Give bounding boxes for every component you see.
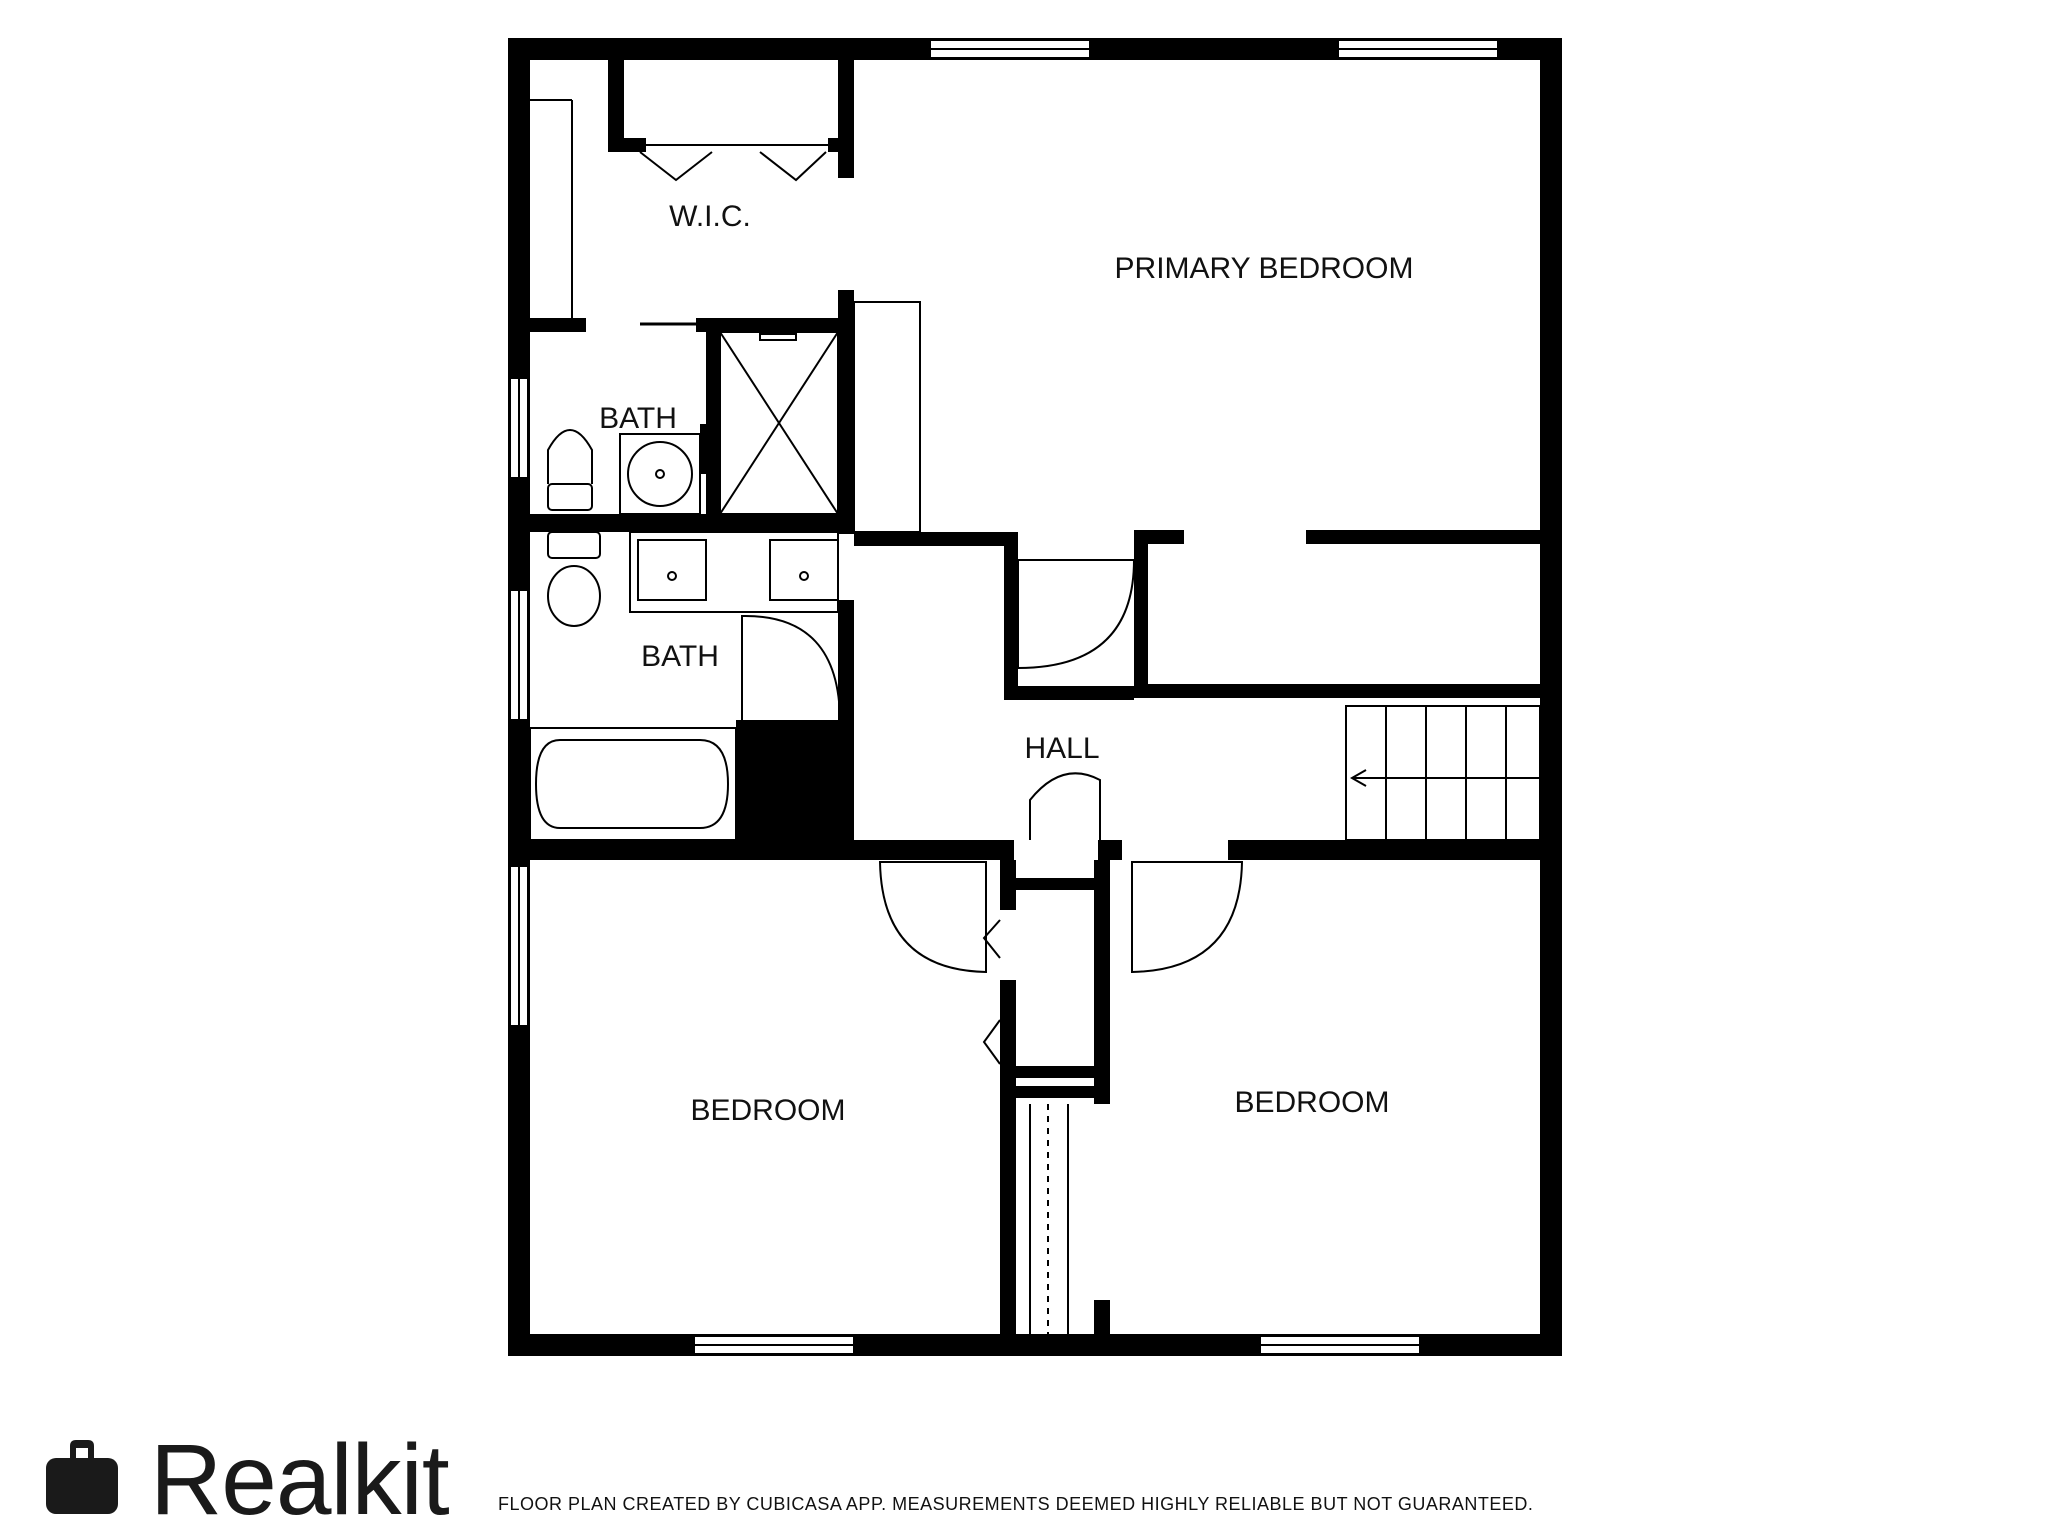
label-bedroom-right: BEDROOM xyxy=(1234,1086,1389,1119)
fixtures xyxy=(529,99,1541,1336)
windows xyxy=(509,39,1499,1355)
interior-walls xyxy=(530,58,1562,1336)
label-primary-bedroom: PRIMARY BEDROOM xyxy=(1115,252,1414,285)
brand-name: Realkit xyxy=(150,1424,450,1536)
realkit-logo: Realkit xyxy=(46,1424,451,1536)
label-bath-upper: BATH xyxy=(599,402,677,435)
label-bedroom-left: BEDROOM xyxy=(690,1094,845,1127)
briefcase-icon xyxy=(46,1440,118,1514)
label-bath-lower: BATH xyxy=(641,640,719,673)
room-labels: W.I.C. PRIMARY BEDROOM BATH BATH HALL BE… xyxy=(599,200,1413,1127)
label-hall: HALL xyxy=(1024,732,1099,765)
disclaimer-text: FLOOR PLAN CREATED BY CUBICASA APP. MEAS… xyxy=(498,1494,1533,1514)
label-wic: W.I.C. xyxy=(669,200,751,233)
